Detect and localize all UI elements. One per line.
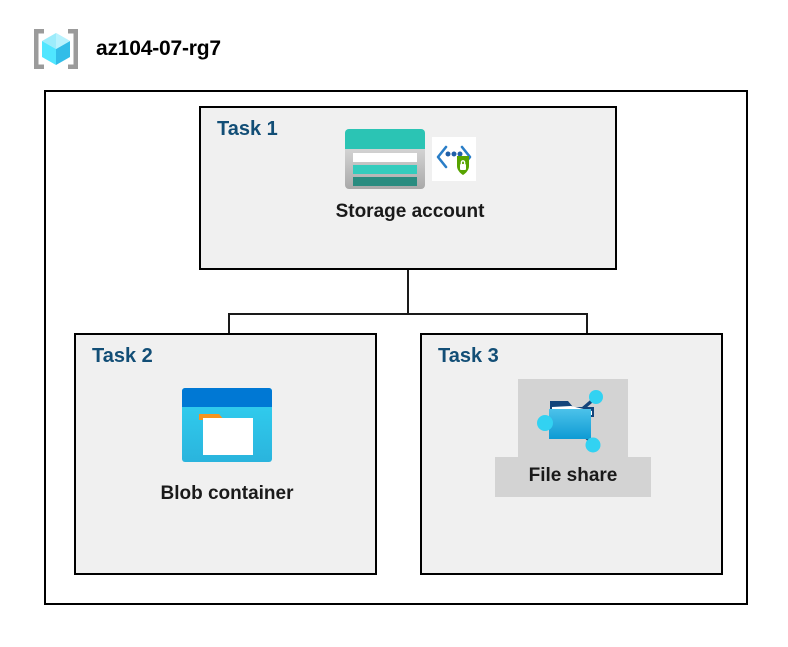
file-share-folder-icon — [536, 387, 610, 453]
resource-group-cube-icon — [30, 26, 82, 72]
resource-group-header: az104-07-rg7 — [30, 26, 221, 72]
task-3-label: Task 3 — [438, 345, 499, 367]
blob-container-icon — [181, 387, 273, 463]
file-share-caption: File share — [528, 465, 618, 486]
resource-group-boundary: Task 1 — [44, 90, 748, 605]
node-file-share[interactable]: File share — [480, 379, 666, 497]
panel-task-3: Task 3 — [420, 333, 723, 575]
connector-horizontal-bus — [228, 313, 588, 315]
node-blob-container[interactable]: Blob container — [112, 387, 342, 505]
file-share-icon-highlight — [518, 379, 628, 457]
storage-account-icon — [344, 128, 426, 190]
panel-task-2: Task 2 — [74, 333, 377, 575]
task-2-label: Task 2 — [92, 345, 153, 367]
secure-endpoint-shield-icon — [432, 137, 476, 181]
node-storage-account[interactable]: Storage account — [251, 126, 569, 223]
storage-account-caption: Storage account — [335, 201, 485, 222]
file-share-label-highlight: File share — [494, 457, 652, 497]
task-1-label: Task 1 — [217, 118, 278, 140]
resource-group-title: az104-07-rg7 — [96, 37, 221, 60]
blob-container-caption: Blob container — [160, 483, 294, 504]
panel-task-1: Task 1 — [199, 106, 617, 270]
